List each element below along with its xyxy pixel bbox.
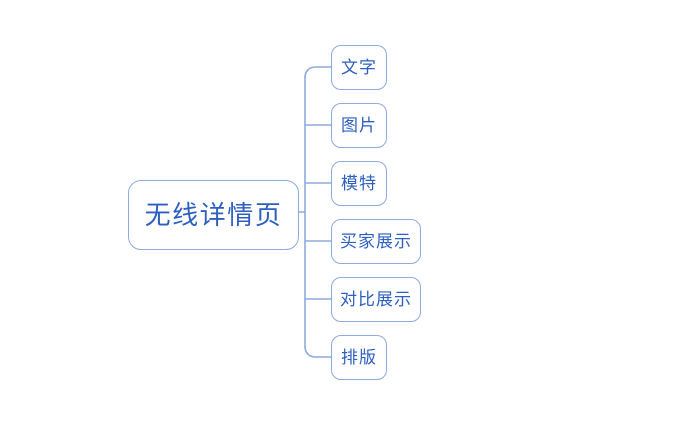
mindmap-child-node-duibizhanshi[interactable]: 对比展示 <box>331 276 421 322</box>
mindmap-child-node-mote[interactable]: 模特 <box>331 160 387 206</box>
mindmap-child-node-maijiazhanshi[interactable]: 买家展示 <box>331 218 421 264</box>
mindmap-child-node-paiban[interactable]: 排版 <box>331 334 387 380</box>
mindmap-root-node[interactable]: 无线详情页 <box>128 180 299 250</box>
mindmap-child-node-wenzi[interactable]: 文字 <box>331 44 387 90</box>
connector-branch-0 <box>304 66 332 78</box>
connector-branch-5 <box>304 346 332 358</box>
mindmap-child-node-tupian[interactable]: 图片 <box>331 102 387 148</box>
